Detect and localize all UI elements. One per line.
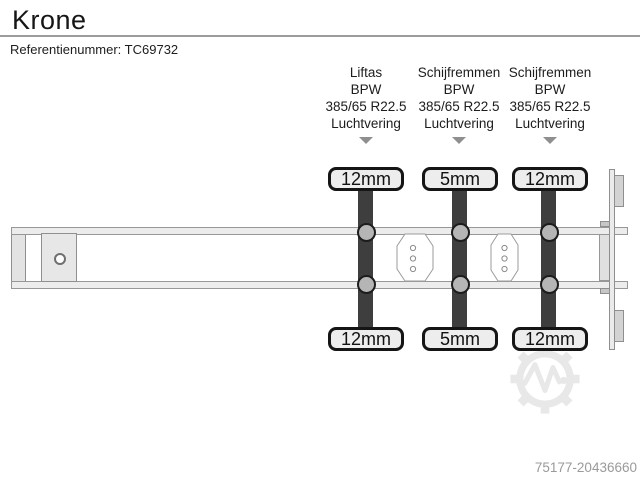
kingpin	[54, 253, 66, 265]
axle-brand-label: BPW	[534, 82, 566, 97]
chassis-rail-top	[11, 227, 628, 235]
gear-icon	[510, 344, 580, 414]
rear-light-block-bottom	[614, 310, 624, 342]
tread-depth-axle1-bottom: 12mm	[328, 327, 404, 351]
axle-2-specs: Schijfremmen BPW 385/65 R22.5 Luchtverin…	[411, 64, 507, 144]
axle-brand-label: BPW	[350, 82, 382, 97]
reference-value: TC69732	[124, 42, 179, 57]
axle-1-bar	[358, 189, 373, 328]
gear-tooth	[540, 403, 550, 414]
axle-1-specs: Liftas BPW 385/65 R22.5 Luchtvering	[318, 64, 414, 144]
axle-1-hub-bottom	[357, 275, 376, 294]
tire-size-label: 385/65 R22.5	[325, 99, 407, 114]
rear-end-plate	[609, 169, 615, 350]
gear-tooth	[569, 374, 580, 384]
tire-size-label: 385/65 R22.5	[509, 99, 591, 114]
reference-number-line: Referentienummer: TC69732	[10, 42, 178, 57]
axle-pointer-icon	[359, 137, 373, 144]
axle-3-hub-top	[540, 223, 559, 242]
tire-size-label: 385/65 R22.5	[418, 99, 500, 114]
listing-id: 75177-20436660	[534, 460, 637, 475]
axle-type-label: Schijfremmen	[417, 65, 501, 80]
suspension-label: Luchtvering	[424, 116, 494, 131]
pulse-dot	[560, 376, 568, 385]
chassis-crossmember-2	[490, 233, 519, 282]
chassis-front-cap	[11, 227, 26, 289]
axle-type-label: Schijfremmen	[508, 65, 592, 80]
tread-depth-axle3-top: 12mm	[512, 167, 588, 191]
axle-2-hub-bottom	[451, 275, 470, 294]
axle-3-hub-bottom	[540, 275, 559, 294]
chassis-rail-bottom	[11, 281, 628, 289]
gear-pulse-watermark-icon	[510, 344, 580, 414]
suspension-label: Luchtvering	[515, 116, 585, 131]
axle-3-bar	[541, 189, 556, 328]
reference-label: Referentienummer:	[10, 42, 122, 57]
crossmember-hole	[409, 244, 417, 252]
axle-type-label: Liftas	[349, 65, 383, 80]
axle-2-hub-top	[451, 223, 470, 242]
tread-depth-axle2-bottom: 5mm	[422, 327, 498, 351]
brand-title: Krone	[12, 5, 87, 35]
axle-1-hub-top	[357, 223, 376, 242]
axle-brand-label: BPW	[443, 82, 475, 97]
tread-depth-axle2-top: 5mm	[422, 167, 498, 191]
tread-depth-axle1-top: 12mm	[328, 167, 404, 191]
crossmember-hole	[501, 255, 508, 262]
axle-3-specs: Schijfremmen BPW 385/65 R22.5 Luchtverin…	[502, 64, 598, 144]
crossmember-hole	[409, 255, 417, 262]
axle-pointer-icon	[543, 137, 557, 144]
rear-light-block-top	[614, 175, 624, 207]
tread-depth-axle3-bottom: 12mm	[512, 327, 588, 351]
chassis-crossmember-1	[396, 233, 434, 282]
pulse-line-icon	[522, 362, 562, 394]
crossmember-hole	[501, 265, 508, 273]
gear-tooth	[510, 374, 521, 384]
crossmember-hole	[409, 265, 417, 273]
suspension-label: Luchtvering	[331, 116, 401, 131]
axle-pointer-icon	[452, 137, 466, 144]
crossmember-hole	[501, 244, 508, 252]
header-divider	[0, 35, 640, 37]
axle-2-bar	[452, 189, 467, 328]
